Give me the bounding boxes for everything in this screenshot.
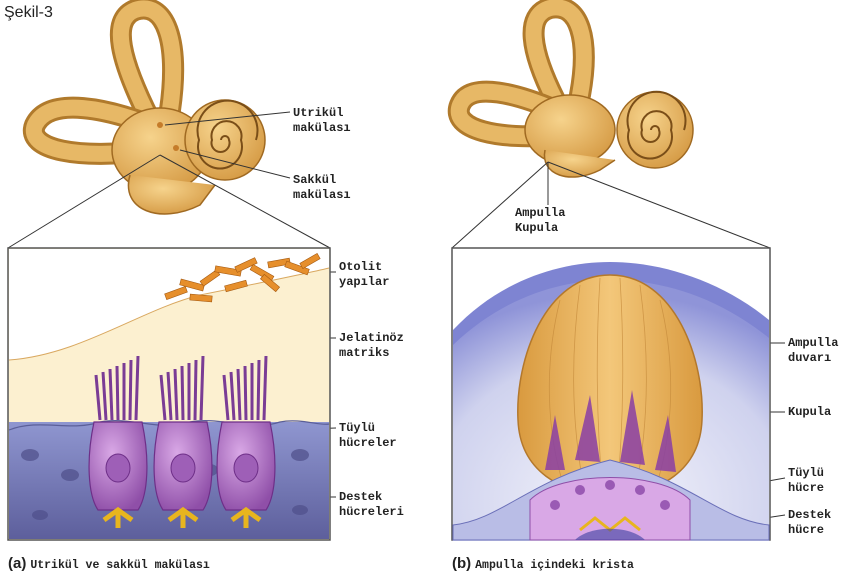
macula-section — [8, 248, 330, 540]
label-kupula: Kupula — [788, 405, 831, 420]
caption-a: (a) Utrikül ve sakkül makülası — [8, 555, 210, 572]
figure-title: Şekil-3 — [4, 4, 53, 22]
caption-b-tag: (b) — [452, 555, 471, 572]
inner-ear-b — [459, 7, 693, 177]
caption-a-text: Utrikül ve sakkül makülası — [30, 559, 209, 572]
caption-a-tag: (a) — [8, 555, 26, 572]
crista-section — [452, 248, 770, 541]
inner-ear-a — [34, 8, 265, 213]
caption-b: (b) Ampulla içindeki krista — [452, 555, 634, 572]
caption-b-text: Ampulla içindeki krista — [475, 559, 634, 572]
